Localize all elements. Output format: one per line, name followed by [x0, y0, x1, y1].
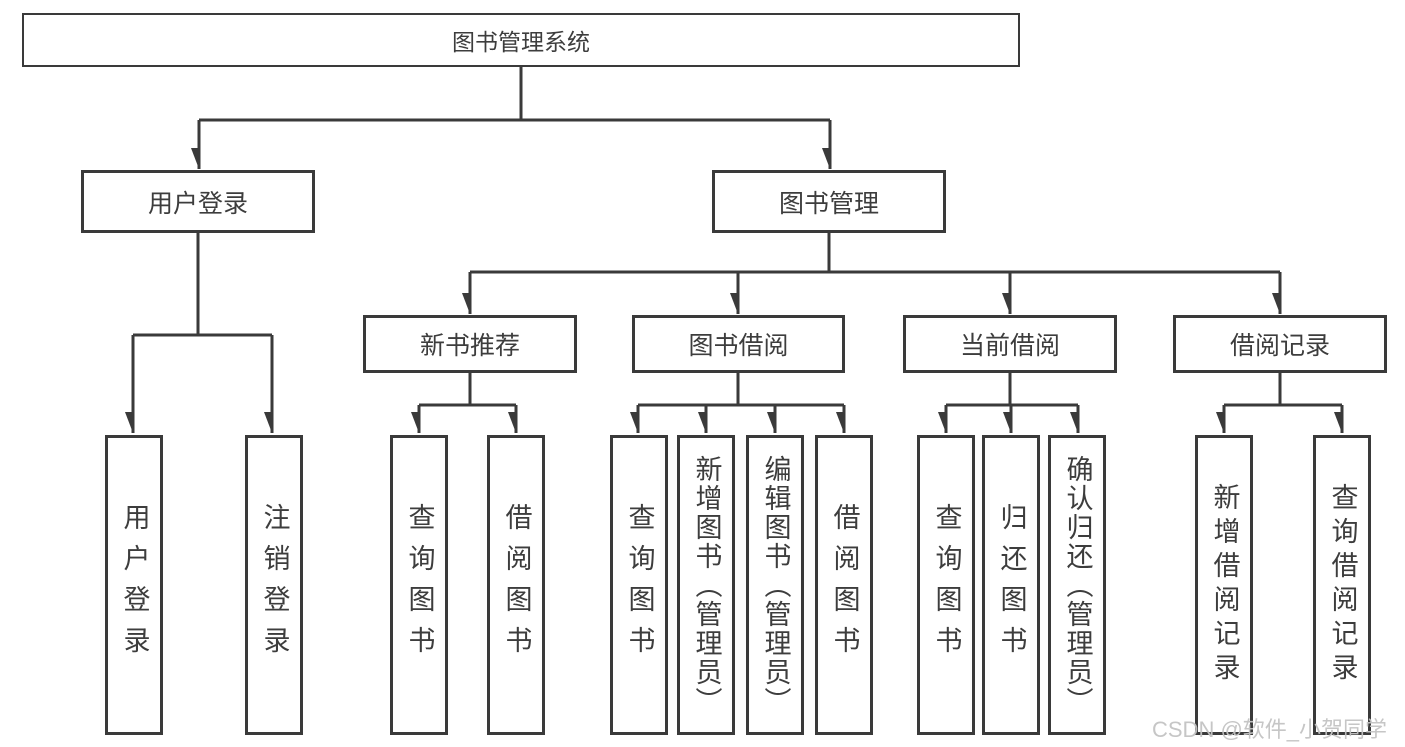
- leaf-borrow-books: 借阅图书: [815, 435, 873, 735]
- node-label: 当前借阅: [959, 332, 1060, 360]
- node-book-borrowing: 图书借阅: [632, 315, 845, 373]
- leaf-logout: 注销登录: [245, 435, 303, 735]
- node-borrowing-records: 借阅记录: [1173, 315, 1387, 373]
- node-label: 图书管理系统: [452, 29, 590, 55]
- node-label: 借阅记录: [1229, 332, 1330, 360]
- node-label: 新增图书（管理员）: [691, 454, 722, 716]
- node-book-management: 图书管理: [712, 170, 946, 233]
- node-current-borrowing: 当前借阅: [903, 315, 1117, 373]
- leaf-borrow-books: 借阅图书: [487, 435, 545, 735]
- node-label: 借阅图书: [829, 503, 860, 667]
- leaf-edit-books-admin: 编辑图书（管理员）: [746, 435, 804, 735]
- leaf-user-login: 用户登录: [105, 435, 163, 735]
- leaf-add-books-admin: 新增图书（管理员）: [677, 435, 735, 735]
- node-user-login: 用户登录: [81, 170, 315, 233]
- leaf-confirm-return-admin: 确认归还（管理员）: [1048, 435, 1106, 735]
- node-label: 图书管理: [778, 189, 879, 218]
- node-new-book-recommendation: 新书推荐: [363, 315, 577, 373]
- node-label: 确认归还（管理员）: [1062, 454, 1093, 716]
- node-label: 查询图书: [624, 503, 655, 667]
- leaf-query-books: 查询图书: [390, 435, 448, 735]
- node-label: 查询图书: [404, 503, 435, 667]
- watermark: CSDN @软件_小贺同学: [1152, 717, 1388, 742]
- node-label: 查询图书: [931, 503, 962, 667]
- leaf-query-books: 查询图书: [917, 435, 975, 735]
- leaf-add-borrow-record: 新增借阅记录: [1195, 435, 1253, 735]
- leaf-return-books: 归还图书: [982, 435, 1040, 735]
- node-label: 用户登录: [119, 503, 150, 667]
- node-label: 用户登录: [147, 189, 248, 218]
- node-label: 归还图书: [996, 503, 1027, 667]
- node-label: 新书推荐: [419, 332, 520, 360]
- node-label: 查询借阅记录: [1327, 483, 1358, 687]
- node-label: 借阅图书: [501, 503, 532, 667]
- leaf-query-books: 查询图书: [610, 435, 668, 735]
- leaf-query-borrow-record: 查询借阅记录: [1313, 435, 1371, 735]
- node-label: 注销登录: [259, 503, 290, 667]
- node-label: 图书借阅: [688, 332, 789, 360]
- node-label: 新增借阅记录: [1209, 483, 1240, 687]
- node-label: 编辑图书（管理员）: [760, 454, 791, 716]
- node-library-management-system: 图书管理系统: [22, 13, 1020, 67]
